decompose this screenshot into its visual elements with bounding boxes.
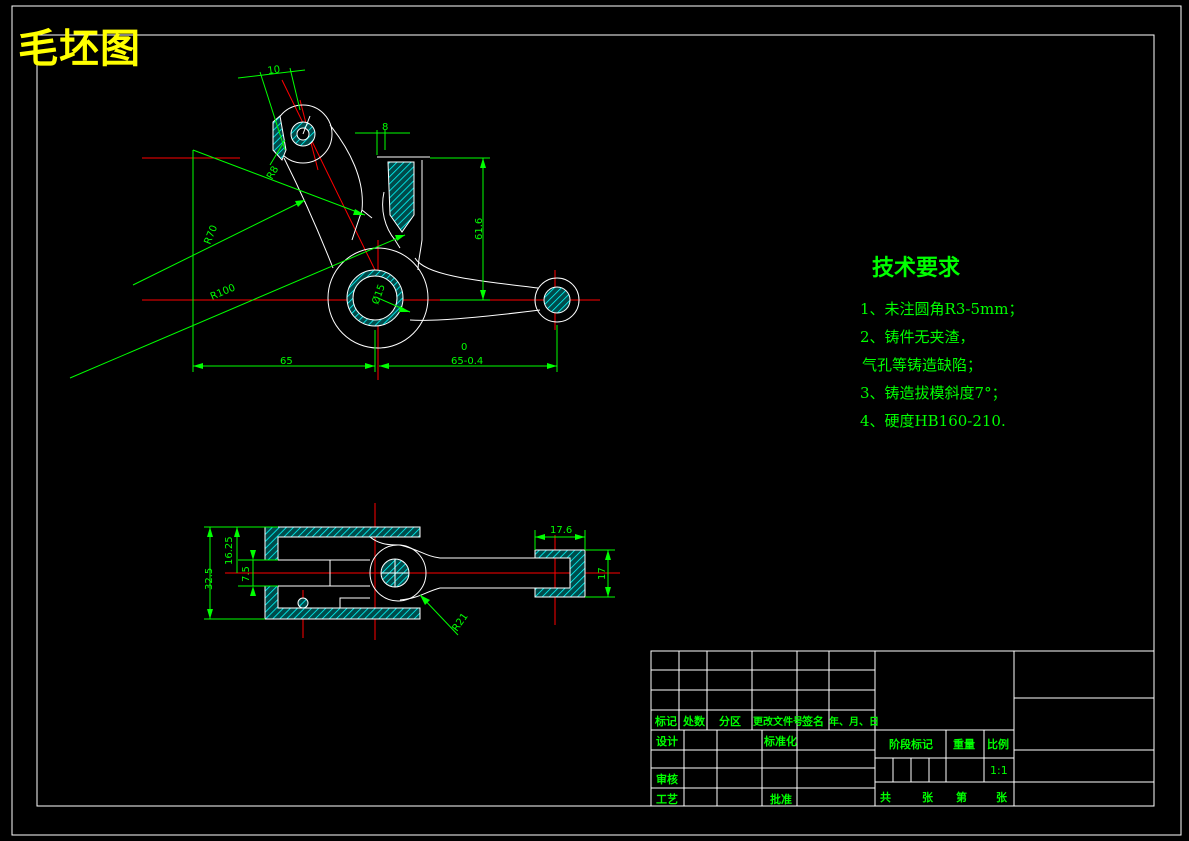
dim-17: 17 <box>597 567 608 580</box>
tb-gongyi: 工艺 <box>656 793 678 806</box>
top-left-lower-hatch <box>264 585 421 620</box>
tb-scale: 1:1 <box>990 764 1008 777</box>
inner-border <box>36 34 1155 807</box>
dim-7-5: 7.5 <box>241 566 252 582</box>
tb-shenhe: 审核 <box>656 773 678 786</box>
tech-requirements-heading: 技术要求 <box>872 255 961 281</box>
tb-date: 年、月、日 <box>829 717 879 728</box>
tb-biaozhunhua: 标准化 <box>764 735 797 748</box>
tb-zhang2: 张 <box>996 791 1007 804</box>
front-dimension-lines <box>69 67 558 379</box>
front-view: 10 8 R70 R100 61.6 65 0 65-0.4 Ø15 R8 <box>69 64 600 380</box>
tb-fenqu: 分区 <box>719 715 741 728</box>
tb-gong: 共 <box>880 791 891 804</box>
tb-zhongliang: 重量 <box>953 738 975 751</box>
tech-requirement-item: 气孔等铸造缺陷； <box>862 356 983 374</box>
dim-0: 0 <box>461 342 467 353</box>
right-hole-hatch <box>543 286 571 314</box>
dim-61-6: 61.6 <box>474 218 485 240</box>
dim-r8: R8 <box>265 164 281 181</box>
tb-di: 第 <box>956 791 967 804</box>
tb-jieduan: 阶段标记 <box>889 738 933 751</box>
dim-32-5: 32.5 <box>204 568 215 590</box>
dim-17-6: 17.6 <box>550 525 572 536</box>
tech-requirements-list: 1、未注圆角R3-5mm； 2、铸件无夹渣， 气孔等铸造缺陷； 3、铸造拔模斜度… <box>860 295 1023 435</box>
dim-16-25: 16.25 <box>224 536 235 565</box>
arm-section-hatch <box>272 115 287 161</box>
top-view: 32.5 16.25 7.5 17.6 17 R21 <box>204 503 620 640</box>
outer-border <box>11 5 1182 836</box>
tb-sheji: 设计 <box>656 735 678 748</box>
tech-requirement-item: 1、未注圆角R3-5mm； <box>860 300 1024 318</box>
top-left-upper-hatch <box>264 526 421 561</box>
fork-section-hatch <box>387 161 415 233</box>
tech-requirement-item: 2、铸件无夹渣， <box>860 328 975 346</box>
front-outline <box>273 104 580 349</box>
tb-zhang1: 张 <box>922 791 933 804</box>
top-small-hole <box>297 597 309 609</box>
dim-65: 65 <box>280 356 293 367</box>
front-arrowheads <box>193 158 557 369</box>
dim-r21: R21 <box>450 611 470 633</box>
dim-65-tol: 65-0.4 <box>451 356 483 367</box>
top-arrowheads <box>207 527 611 619</box>
tb-chushu: 处数 <box>683 715 705 728</box>
tech-requirement-item: 4、硬度HB160-210. <box>860 412 1006 430</box>
tb-genggai: 更改文件号 <box>753 717 803 728</box>
tb-pizhun: 批准 <box>770 793 792 806</box>
top-right-hatch <box>534 549 586 598</box>
tb-bili: 比例 <box>987 738 1009 751</box>
dim-10: 10 <box>267 64 281 77</box>
title-block-grid <box>650 650 1155 807</box>
drawing-title: 毛坯图 <box>18 25 141 72</box>
dim-8: 8 <box>382 122 388 133</box>
tb-biaoji: 标记 <box>655 715 677 728</box>
tb-qianming: 签名 <box>802 715 824 728</box>
tech-requirement-item: 3、铸造拔模斜度7°； <box>860 384 1007 402</box>
